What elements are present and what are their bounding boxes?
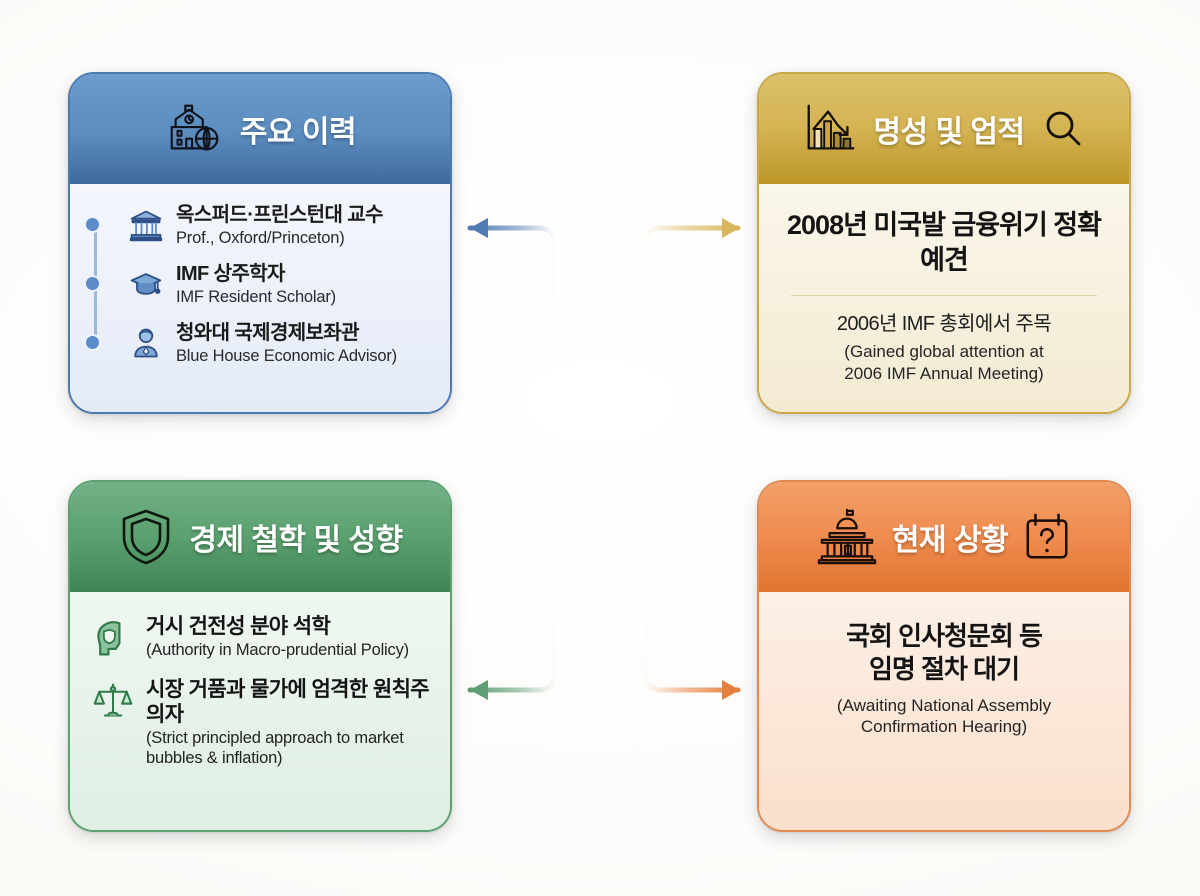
card-philosophy[interactable]: 경제 철학 및 성향 거시 건전성 분야 석학 (Authority in Ma… (68, 480, 452, 832)
declining-chart-icon (801, 100, 859, 158)
list-item-kr: 시장 거품과 물가에 엄격한 원칙주의자 (146, 677, 430, 727)
card-philosophy-body: 거시 건전성 분야 석학 (Authority in Macro-prudent… (70, 592, 450, 830)
capitol-building-icon (816, 507, 878, 567)
status-headline-2: 임명 절차 대기 (869, 654, 1020, 685)
card-reputation-title: 명성 및 업적 (873, 116, 1025, 149)
arrow-down-to-philosophy (467, 619, 558, 700)
shield-icon (117, 506, 175, 568)
list-item-kr: IMF 상주학자 (176, 262, 285, 285)
card-career[interactable]: 주요 이력 (68, 72, 452, 414)
career-timeline: 옥스퍼드·프린스턴대 교수 Prof., Oxford/Princeton) (86, 204, 436, 367)
list-item[interactable]: 옥스퍼드·프린스턴대 교수 Prof., Oxford/Princeton) (86, 204, 436, 249)
list-item-kr: 청와대 국제경제보좌관 (176, 321, 360, 344)
card-status-title: 현재 상황 (891, 524, 1009, 557)
philosophy-list: 거시 건전성 분야 석학 (Authority in Macro-prudent… (86, 614, 436, 769)
arrow-status-to-philosophy (642, 619, 741, 700)
list-item-text: 시장 거품과 물가에 엄격한 원칙주의자 (Strict principled … (146, 677, 436, 769)
list-item-text: IMF 상주학자 IMF Resident Scholar) (176, 263, 336, 308)
list-item[interactable]: 거시 건전성 분야 석학 (Authority in Macro-prudent… (90, 614, 436, 661)
card-reputation-body: 2008년 미국발 금융위기 정확 예견 2006년 IMF 총회에서 주목 (… (759, 184, 1129, 412)
list-item-kr: 거시 건전성 분야 석학 (146, 615, 331, 638)
timeline-dot (86, 276, 99, 290)
list-item-en: Blue House Economic Advisor) (176, 347, 397, 366)
timeline-dot (86, 335, 99, 349)
head-shield-icon (90, 614, 136, 660)
school-globe-icon (164, 98, 226, 160)
list-item-text: 거시 건전성 분야 석학 (Authority in Macro-prudent… (146, 614, 409, 661)
card-career-body: 옥스퍼드·프린스턴대 교수 Prof., Oxford/Princeton) (70, 184, 450, 412)
status-sub-en-1: (Awaiting National Assembly (836, 695, 1052, 715)
arrow-down-to-reputation (642, 218, 741, 303)
card-career-header: 주요 이력 (70, 74, 450, 184)
list-item-text: 옥스퍼드·프린스턴대 교수 Prof., Oxford/Princeton) (176, 204, 383, 249)
list-item-en: (Authority in Macro-prudential Policy) (146, 641, 409, 660)
reputation-headline: 2008년 미국발 금융위기 정확 예견 (787, 210, 1102, 275)
card-philosophy-header: 경제 철학 및 성향 (70, 482, 450, 592)
list-item[interactable]: 청와대 국제경제보좌관 Blue House Economic Advisor) (86, 322, 436, 367)
advisor-person-icon (126, 322, 166, 364)
timeline-dot (86, 218, 99, 231)
card-status[interactable]: 현재 상황 국회 인사청문회 등 임명 절차 대기 (Awaiting Nati… (757, 480, 1131, 832)
list-item[interactable]: 시장 거품과 물가에 엄격한 원칙주의자 (Strict principled … (90, 677, 436, 769)
reputation-sub-en-1: (Gained global attention at (844, 342, 1044, 362)
status-headline-1: 국회 인사청문회 등 (846, 621, 1043, 651)
card-career-title: 주요 이력 (239, 116, 357, 149)
magnifier-icon (1039, 105, 1087, 153)
graduation-cap-icon (126, 263, 166, 305)
calendar-question-icon (1022, 511, 1072, 563)
bank-building-icon (126, 204, 166, 246)
list-item[interactable]: IMF 상주학자 IMF Resident Scholar) (86, 263, 436, 308)
card-status-header: 현재 상황 (759, 482, 1129, 592)
list-item-en: (Strict principled approach to market bu… (146, 729, 404, 768)
card-reputation[interactable]: 명성 및 업적 2008년 미국발 금융위기 정확 예견 2006년 IMF 총… (757, 72, 1131, 414)
list-item-en: Prof., Oxford/Princeton) (176, 229, 345, 248)
list-item-en: IMF Resident Scholar) (176, 288, 336, 307)
card-status-body: 국회 인사청문회 등 임명 절차 대기 (Awaiting National A… (759, 592, 1129, 830)
list-item-kr: 옥스퍼드·프린스턴대 교수 (176, 204, 383, 226)
divider (791, 295, 1097, 297)
card-philosophy-title: 경제 철학 및 성향 (189, 524, 403, 557)
reputation-sub-kr: 2006년 IMF 총회에서 주목 (836, 313, 1052, 336)
reputation-sub-en-2: 2006 IMF Annual Meeting) (844, 363, 1044, 383)
status-sub-en-2: Confirmation Hearing) (860, 717, 1028, 737)
scales-icon (90, 677, 136, 723)
list-item-text: 청와대 국제경제보좌관 Blue House Economic Advisor) (176, 322, 397, 367)
arrow-reputation-to-career (467, 218, 558, 303)
card-reputation-header: 명성 및 업적 (759, 74, 1129, 184)
